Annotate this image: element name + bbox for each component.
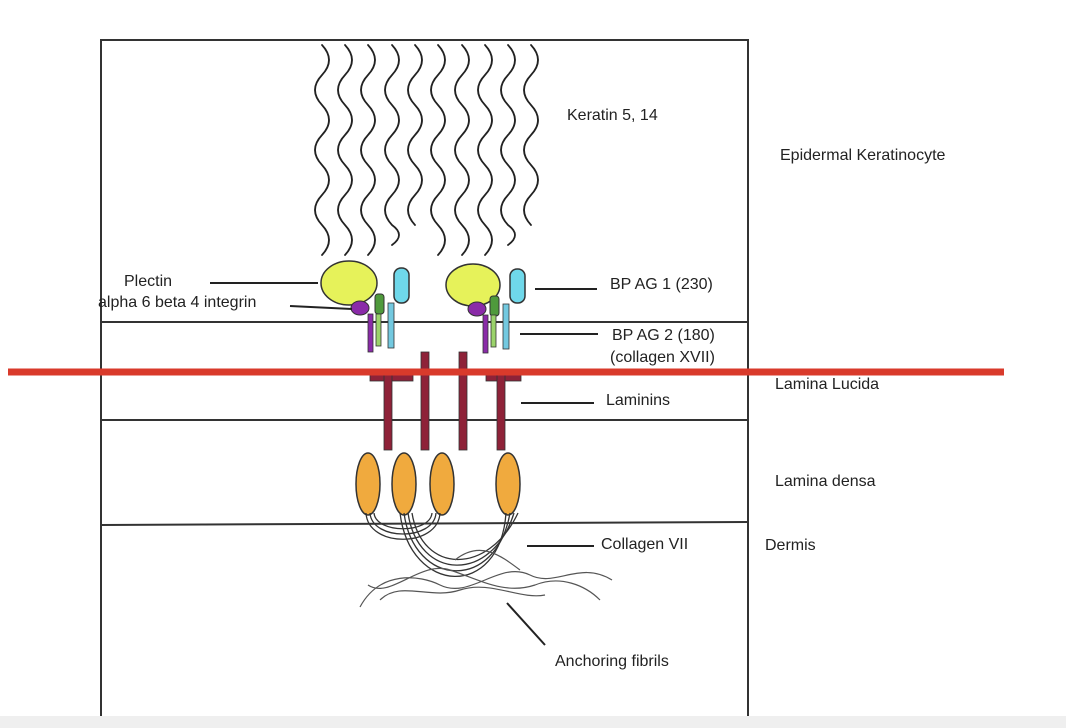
laminins-label: Laminins [606, 392, 670, 409]
anchoring-fibril [379, 586, 546, 601]
collagen-vii-loop [411, 512, 519, 560]
lamina-densa-label: Lamina densa [775, 473, 876, 490]
integrin-green-block [374, 293, 385, 315]
bpag2-label: BP AG 2 (180) [612, 327, 715, 344]
anchoring-fibril [359, 571, 613, 608]
keratin-filament [523, 44, 539, 226]
laminin-stalk [458, 351, 468, 451]
keratin-filaments [314, 44, 539, 256]
integrin-label: alpha 6 beta 4 integrin [98, 294, 256, 311]
plectin-label: Plectin [124, 273, 172, 290]
bpag1-blob [393, 267, 410, 304]
keratin-filament [314, 44, 330, 256]
bpag1-blob [509, 268, 526, 304]
integrin-light-stalk [375, 313, 382, 347]
integrin-light-stalk [490, 314, 497, 348]
integrin-purple-stalk [367, 313, 374, 353]
keratin-filament [430, 44, 446, 256]
integrin-purple-stalk [482, 314, 489, 354]
plectin-blob [320, 260, 378, 306]
keratin-filament [360, 44, 376, 256]
lamina-densa-components [355, 452, 521, 516]
keratin-filament [384, 44, 400, 246]
leader-lines [210, 282, 598, 646]
keratin-filament [407, 44, 423, 226]
hemidesmosome-complex-left [320, 260, 410, 353]
integrin-purple-blob [467, 301, 487, 317]
lamina-densa-blob [429, 452, 455, 516]
bpag2-stalk [502, 303, 510, 350]
lamina-densa-blob [391, 452, 417, 516]
anchoring-fibrils [359, 549, 613, 608]
anchoring-leader [506, 602, 546, 646]
keratin-filament [337, 44, 353, 256]
lamina-densa-blob [355, 452, 381, 516]
lamina-densa-blob [495, 452, 521, 516]
laminin-stalk [383, 373, 393, 451]
anchoring-fibrils-label: Anchoring fibrils [555, 653, 669, 670]
collagen-vii-fibers [365, 512, 519, 577]
integrin-purple-blob [350, 300, 370, 316]
integrin-leader [289, 305, 353, 310]
lamina-lucida-label: Lamina Lucida [775, 376, 879, 393]
bpag1-label: BP AG 1 (230) [610, 276, 713, 293]
anchoring-fibril [454, 549, 521, 571]
collagen-vii-label: Collagen VII [601, 536, 688, 553]
epidermal-keratinocyte-label: Epidermal Keratinocyte [780, 147, 946, 164]
bottom-strip [0, 716, 1066, 728]
collagen-vii-loop [403, 512, 511, 572]
dermis-label: Dermis [765, 537, 816, 554]
collagen-xvii-label: (collagen XVII) [610, 349, 715, 366]
keratin-filament [500, 44, 516, 246]
collagen-vii-loop [369, 512, 437, 535]
laminin-stalk [496, 373, 506, 451]
integrin-green-block [489, 295, 500, 317]
laminins [369, 351, 522, 451]
collagen-vii-loop [365, 512, 441, 540]
bpag2-stalk [387, 302, 395, 349]
hemidesmosome-complex-right [445, 263, 526, 354]
laminin-stalk [420, 351, 430, 451]
keratin-filament [477, 44, 493, 256]
keratin-label: Keratin 5, 14 [567, 107, 658, 124]
keratin-filament [454, 44, 470, 256]
anchoring-fibril [367, 567, 601, 601]
